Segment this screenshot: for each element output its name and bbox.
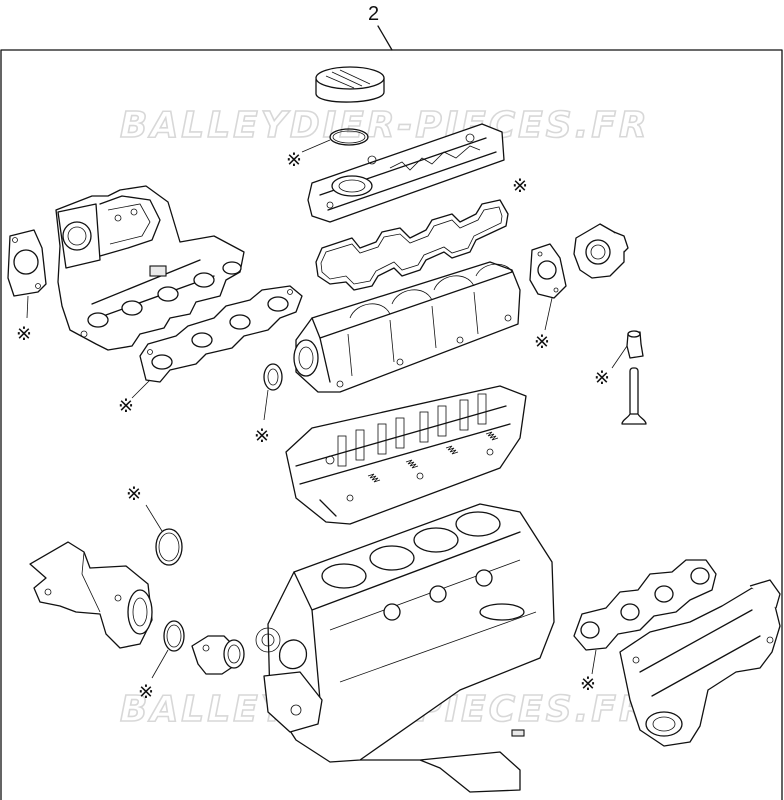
part-valve-stem-seal[interactable]: [611, 330, 644, 369]
marker-o-ring-large: ※: [126, 483, 142, 505]
part-camshaft-cover[interactable]: [307, 123, 505, 223]
marker-camshaft-seal: ※: [254, 425, 270, 447]
part-water-outlet-housing[interactable]: [29, 541, 153, 649]
marker-o-ring-small: ※: [138, 681, 154, 703]
part-exhaust-manifold[interactable]: [619, 579, 781, 747]
part-cover-plate[interactable]: [573, 223, 629, 279]
part-intake-manifold-gasket[interactable]: [131, 285, 303, 399]
marker-cam-cover-gasket: ※: [512, 175, 528, 197]
marker-cover-plate-gasket: ※: [534, 331, 550, 353]
marker-intake-manifold-gasket: ※: [118, 395, 134, 417]
part-intake-manifold[interactable]: [55, 185, 245, 351]
assembly-leader: [377, 25, 393, 51]
part-filler-cap-seal[interactable]: [301, 128, 369, 153]
assembly-number[interactable]: 2: [368, 3, 379, 25]
assembly-frame: [0, 49, 783, 800]
marker-throttle-flange-gasket: ※: [16, 323, 32, 345]
part-o-ring-large[interactable]: [145, 504, 183, 566]
part-cover-plate-gasket[interactable]: [529, 243, 567, 331]
part-thermostat-housing[interactable]: [191, 635, 245, 675]
marker-valve-stem-seal: ※: [594, 367, 610, 389]
part-exhaust-manifold-gasket[interactable]: [573, 559, 717, 675]
part-camshaft-seal[interactable]: [263, 363, 283, 421]
marker-filler-cap-seal: ※: [286, 149, 302, 171]
watermark-top: BALLEYDIER-PIECES.FR: [120, 105, 650, 146]
part-throttle-flange-gasket[interactable]: [7, 229, 47, 319]
part-cylinder-head[interactable]: [285, 385, 527, 525]
part-valve[interactable]: [621, 367, 647, 425]
part-camshaft-carrier[interactable]: [293, 261, 521, 393]
part-oil-filler-cap[interactable]: [315, 66, 385, 103]
marker-exhaust-manifold-gasket: ※: [580, 673, 596, 695]
part-o-ring-small[interactable]: [151, 620, 185, 679]
part-engine-block[interactable]: [255, 503, 555, 793]
part-cam-cover-gasket[interactable]: [315, 199, 509, 291]
